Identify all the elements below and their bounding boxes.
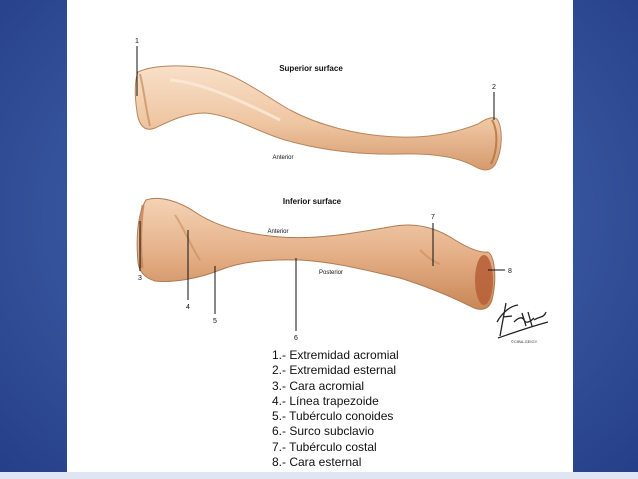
legend-item: 3.- Cara acromial (272, 378, 365, 393)
anterior-label-bottom: Anterior (267, 229, 288, 235)
callout-5: 5 (213, 266, 217, 325)
callout-3: 3 (138, 221, 142, 282)
callout-7: 7 (431, 214, 435, 266)
superior-surface-title: Superior surface (279, 64, 343, 73)
callout-8: 8 (488, 268, 512, 275)
legend-item: 8.- Cara esternal (272, 455, 362, 470)
callout-2-number: 2 (492, 84, 496, 91)
legend-item: 1.- Extremidad acromial (272, 348, 399, 362)
callout-2: 2 (492, 84, 496, 120)
legend-item: 2.- Extremidad esternal (272, 363, 397, 378)
legend-item: 7.- Tubérculo costal (272, 439, 377, 454)
inferior-surface-title: Inferior surface (283, 197, 342, 206)
posterior-label: Posterior (319, 270, 343, 276)
callout-7-number: 7 (431, 214, 435, 221)
callout-6-number: 6 (294, 335, 298, 342)
copyright-credit: ©CIBA-GEIGY (511, 339, 538, 344)
netter-signature: ©CIBA-GEIGY (496, 302, 549, 344)
callout-5-number: 5 (213, 318, 217, 325)
anterior-label-top: Anterior (272, 155, 293, 161)
bottom-strip (0, 472, 638, 479)
callout-6: 6 (294, 258, 298, 342)
callout-4: 4 (186, 230, 190, 311)
legend-item: 5.- Tubérculo conoides (272, 409, 394, 424)
callout-3-number: 3 (138, 275, 142, 282)
legend-item: 4.- Línea trapezoide (272, 393, 379, 408)
legend-list: 1.- Extremidad acromial 2.- Extremidad e… (272, 348, 399, 470)
clavicle-superior-view (134, 65, 502, 171)
callout-8-number: 8 (508, 268, 512, 275)
callout-1-number: 1 (135, 38, 139, 45)
callout-1: 1 (135, 38, 139, 96)
legend-item: 6.- Surco subclavio (272, 424, 375, 439)
callout-4-number: 4 (186, 304, 190, 311)
clavicle-inferior-view (136, 197, 496, 310)
